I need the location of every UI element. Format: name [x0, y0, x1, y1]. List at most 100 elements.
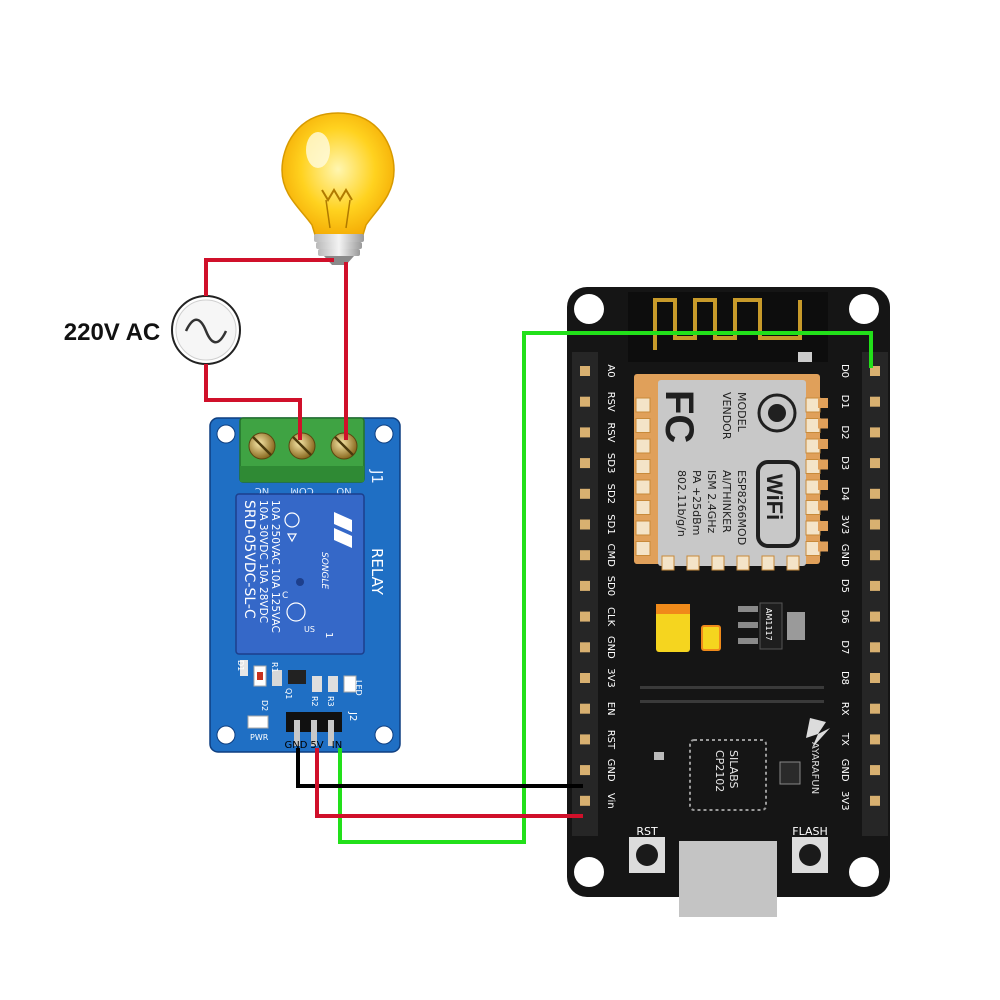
module-pads-right [805, 397, 828, 556]
usb-chip-label-silabs: SILABS [727, 750, 740, 788]
pin-label-left-0: A0 [605, 364, 616, 377]
module-pad-right [805, 397, 821, 413]
module-pad-outer [818, 480, 828, 490]
module-pad-left [635, 438, 651, 454]
wifi-logo-icon [756, 460, 800, 548]
terminal-label-com: COM [290, 485, 313, 496]
relay-components [240, 660, 357, 729]
pin-label-left-5: SD1 [605, 514, 616, 534]
pin-label-right-13: GND [839, 759, 850, 782]
wires [204, 258, 873, 844]
light-bulb-icon [281, 112, 395, 265]
module-pad-outer [818, 521, 828, 531]
relay-pin-gnd-label: GND [285, 740, 308, 751]
module-pad-bottom [711, 555, 725, 571]
relay-led-label: LED [354, 680, 363, 696]
terminal-screw-nc [248, 432, 276, 460]
brand-logo-icon [806, 718, 830, 748]
header-pin-left [580, 580, 590, 591]
relay-rating-line-1: 10A 250VAC 10A 125VAC [269, 500, 281, 633]
module-pad-right [805, 459, 821, 474]
terminal-label-no: NO [336, 485, 351, 496]
rst-button[interactable] [629, 837, 665, 873]
usb-chip-label-cp2102: CP2102 [713, 750, 726, 792]
module-value-vendor: AI/THINKER [720, 470, 733, 533]
header-pin-right [870, 642, 880, 653]
terminal-screw-com [288, 432, 316, 460]
module-pad-right [805, 520, 821, 536]
smd-small-part [654, 752, 664, 760]
header-pin-right [870, 366, 880, 376]
flash-button[interactable] [792, 837, 828, 873]
ul-mark-icon [286, 602, 306, 622]
module-pad-bottom [736, 555, 750, 571]
pin-label-right-12: TX [839, 732, 850, 746]
module-pad-outer [818, 439, 828, 449]
ai-thinker-logo-icon [757, 393, 797, 433]
header-pin-left [580, 427, 590, 438]
pin-label-left-6: CMD [605, 544, 616, 568]
header-pin-left [580, 458, 590, 469]
pin-labels-left: A0RSVRSVSD3SD2SD1CMDSD0CLKGND3V3ENRSTGND… [605, 364, 616, 808]
module-pads-left [635, 397, 651, 556]
relay-r2-label: R2 [310, 696, 319, 707]
module-pad-left [635, 520, 651, 536]
module-pad-right [805, 479, 821, 495]
pin-label-right-6: GND [839, 544, 850, 567]
header-pin-right [870, 519, 880, 530]
module-pad-right [805, 418, 821, 433]
pin-label-right-4: D4 [839, 487, 850, 501]
header-pin-right [870, 703, 880, 714]
header-pin-left [580, 642, 590, 653]
capacitor-tantalum [656, 604, 690, 652]
pin-label-right-3: D3 [839, 456, 850, 470]
header-pin-left [580, 396, 590, 407]
ul-us-label: US [304, 625, 315, 634]
module-pad-bottom [661, 555, 675, 571]
module-pad-left [635, 479, 651, 495]
smd-pads-row [640, 686, 824, 703]
relay-d2-label: D2 [260, 700, 269, 711]
wire-ac-to-bulb [204, 258, 334, 296]
module-text-vendor: VENDOR [720, 392, 733, 440]
pin-label-right-5: 3V3 [839, 515, 850, 535]
module-pad-left [635, 418, 651, 433]
rst-button-label: RST [636, 825, 658, 838]
pin-label-right-14: 3V3 [839, 791, 850, 811]
wire-ac-to-com [204, 364, 302, 440]
wifi-label: WiFi [762, 474, 787, 520]
module-pad-outer [818, 459, 828, 470]
relay-module: J1 NC COM NO 10A 250VAC 10A 125VAC 10A 3… [209, 417, 401, 753]
module-pad-outer [818, 541, 828, 552]
relay-j1-label: J1 [368, 469, 386, 484]
relay-r1-label: R1 [270, 662, 279, 673]
ac-source-label: 220V AC [64, 319, 161, 346]
songle-logo-icon [334, 512, 352, 548]
header-pin-left [580, 611, 590, 622]
header-pin-left [580, 550, 590, 561]
header-pin-right [870, 396, 880, 407]
module-pad-left [635, 500, 651, 515]
relay-model-label: SRD-05VDC-SL-C [241, 500, 257, 619]
nodemcu-board: FC MODEL VENDOR ESP8266MOD AI/THINKER IS… [567, 287, 890, 917]
regulator-chip [738, 602, 805, 650]
module-value-model: ESP8266MOD [735, 470, 748, 545]
header-pin-right [870, 550, 880, 561]
pin-label-right-7: D5 [839, 579, 850, 593]
module-pad-bottom [786, 555, 800, 571]
pin-header-right [862, 352, 888, 836]
relay-r3-label: R3 [326, 696, 335, 707]
relay-rating-line-2: 10A 30VDC 10A 28VDC [257, 500, 269, 623]
module-pad-right [805, 438, 821, 454]
pin-label-left-4: SD2 [605, 484, 616, 504]
module-pad-outer [818, 500, 828, 511]
relay-pin-5v-label: 5V [310, 740, 323, 751]
module-pad-bottom [761, 555, 775, 571]
terminal-label-nc: NC [255, 485, 269, 496]
pin-label-right-0: D0 [839, 364, 850, 378]
relay-q1-label: Q1 [284, 688, 293, 699]
module-text-model: MODEL [735, 392, 748, 433]
pin-label-right-10: D8 [839, 671, 850, 685]
